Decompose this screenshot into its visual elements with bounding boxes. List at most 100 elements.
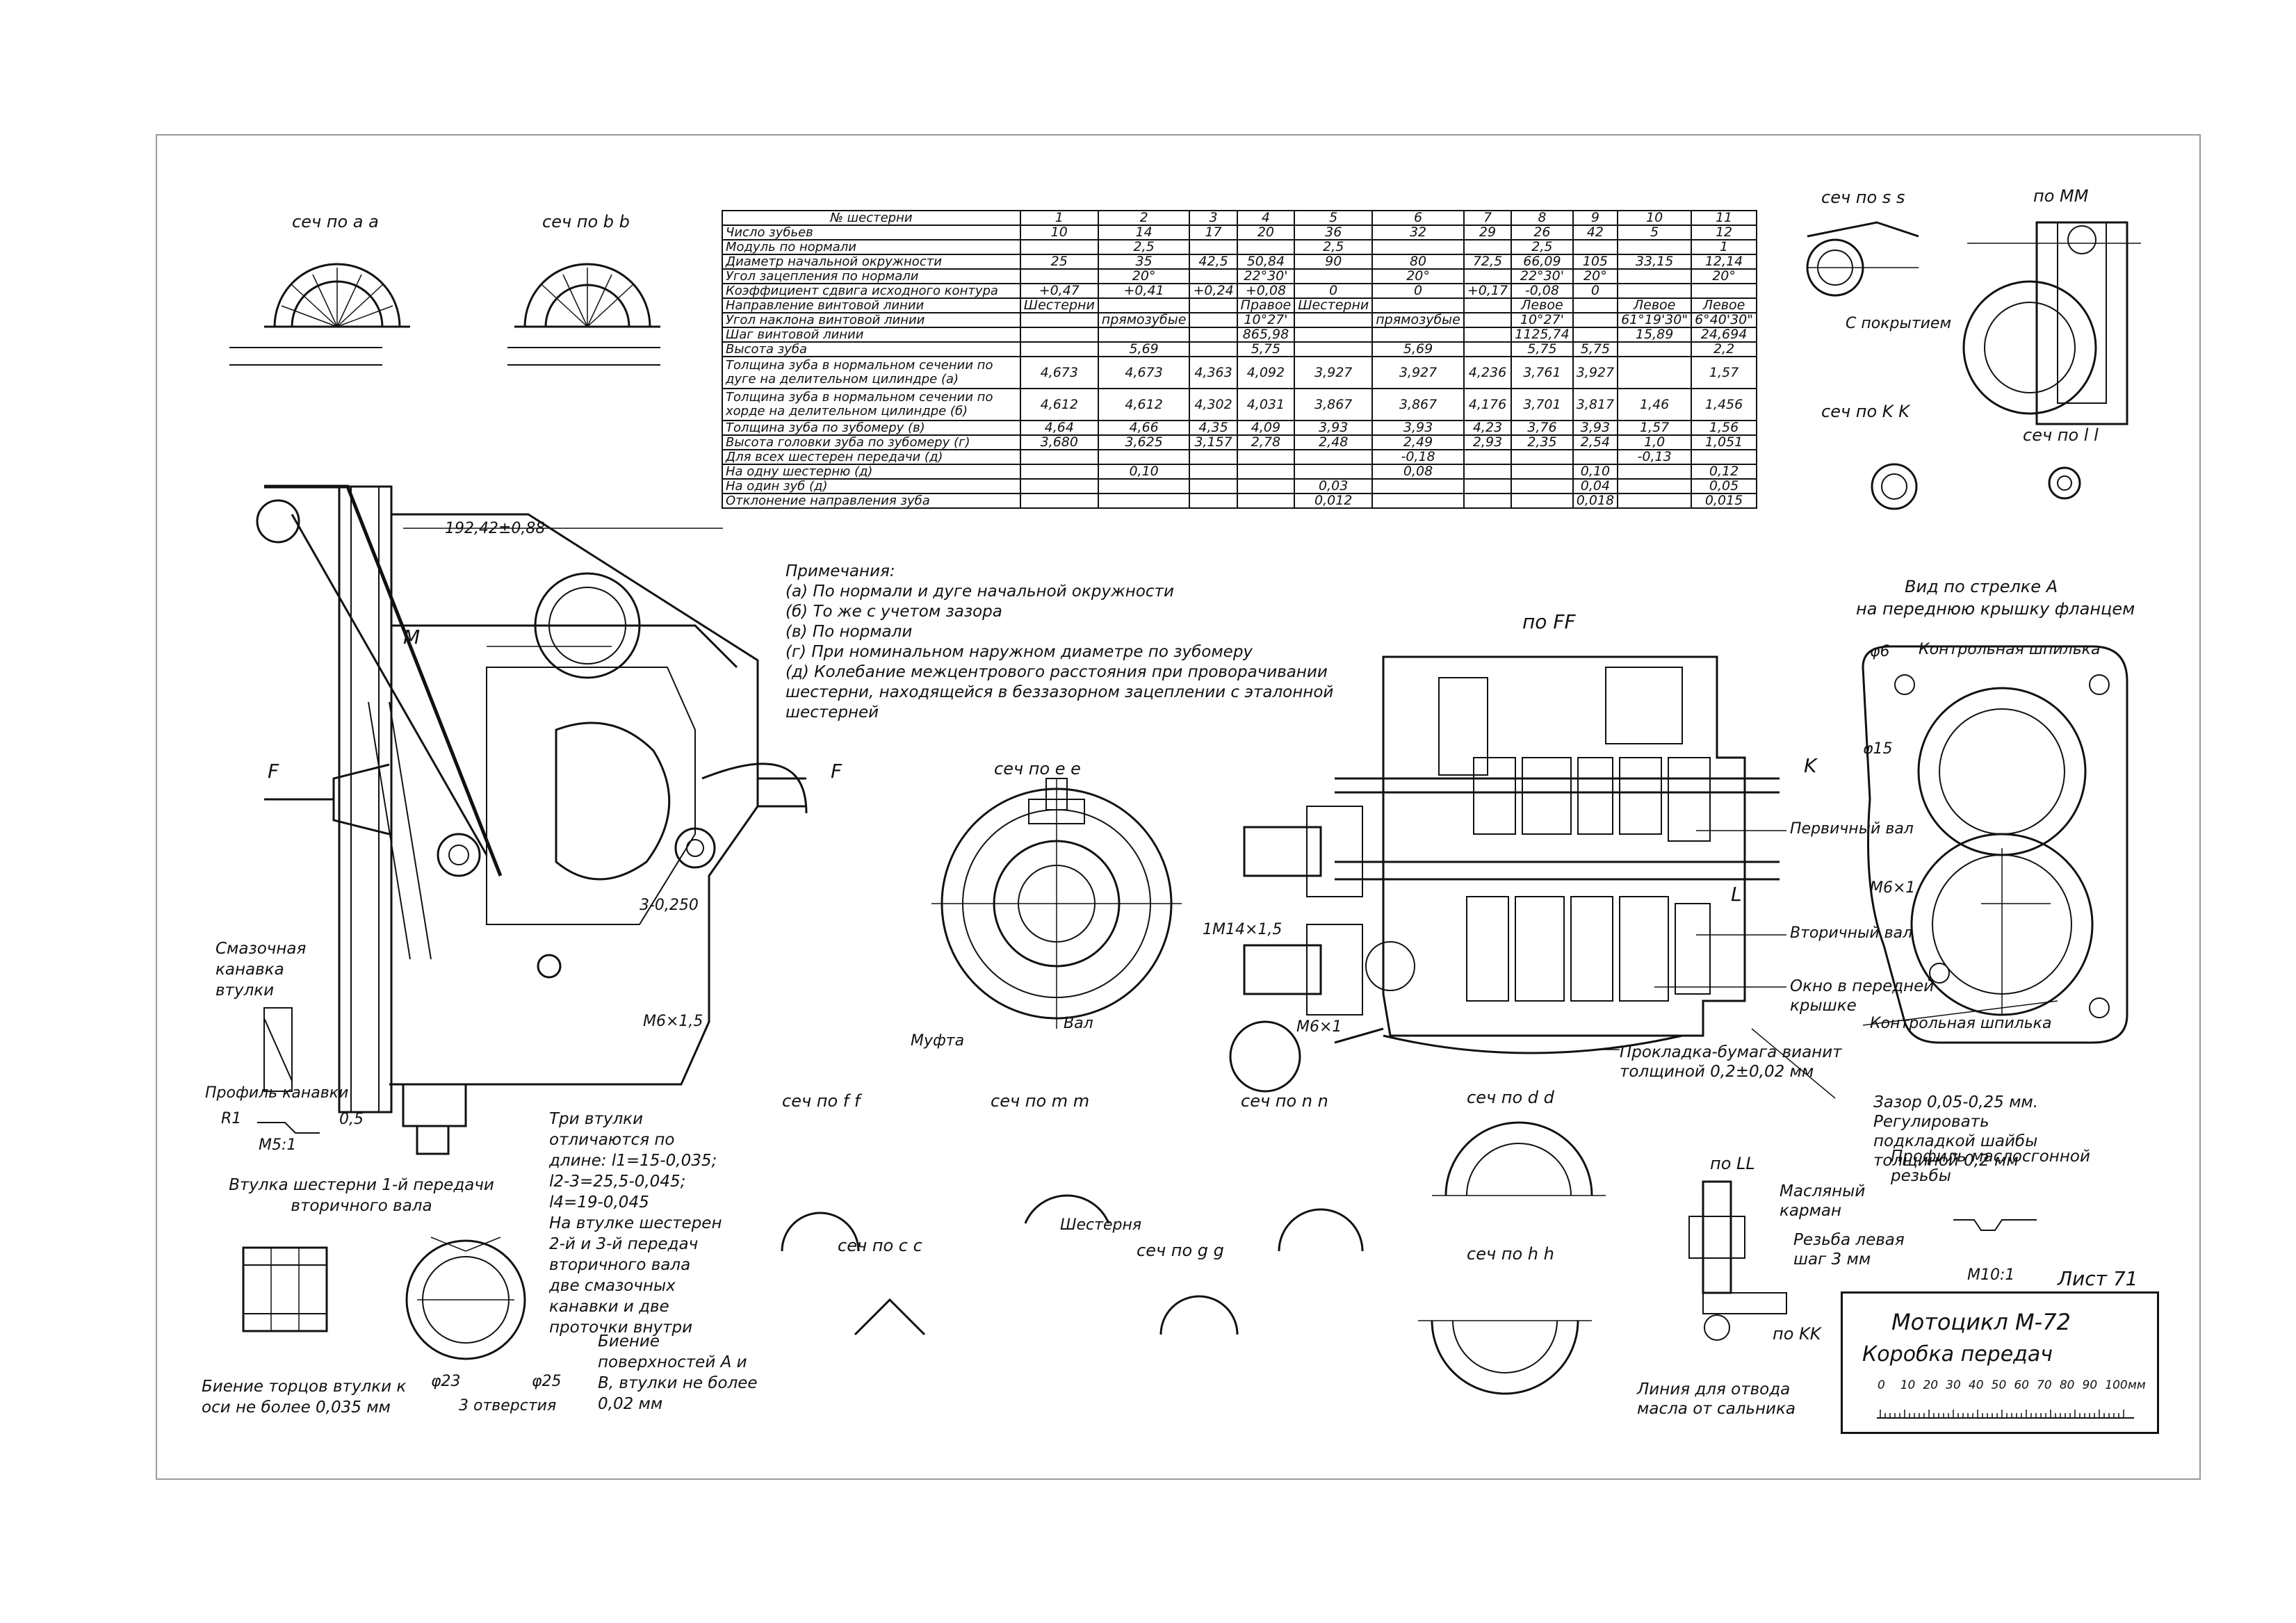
table-cell: прямозубые [1371, 312, 1465, 328]
table-cell: 80 [1371, 254, 1465, 270]
table-cell: 15,89 [1617, 327, 1693, 343]
table-cell: 1,56 [1691, 420, 1757, 436]
table-cell: 0,03 [1294, 478, 1374, 494]
table-cell: 2,5 [1511, 239, 1574, 255]
table-cell: 4,236 [1463, 356, 1513, 389]
section-kk-title: сеч по K K [1821, 402, 1910, 421]
table-cell: +0,41 [1097, 283, 1191, 299]
table-cell [1371, 327, 1465, 343]
label-f-left: F [268, 760, 279, 783]
table-cell: -0,13 [1617, 449, 1693, 465]
table-cell [1617, 268, 1693, 284]
table-cell: 17 [1189, 225, 1238, 240]
table-param-label: Высота головки зуба по зубомеру (г) [722, 434, 1021, 450]
table-param-label: Высота зуба [722, 341, 1021, 357]
section-cc-title: сеч по c c [838, 1236, 922, 1255]
table-cell [1691, 283, 1757, 299]
table-cell: 865,98 [1236, 327, 1296, 343]
label-gasket: Прокладка-бумага вианит толщиной 0,2±0,0… [1620, 1043, 1842, 1081]
scale-tick-label: 50 [1991, 1378, 2007, 1392]
table-cell [1189, 341, 1238, 357]
table-cell [1294, 341, 1374, 357]
table-cell: 5 [1617, 225, 1693, 240]
table-row: Для всех шестерен передачи (д)-0,18-0,13 [722, 449, 1757, 465]
table-cell [1371, 239, 1465, 255]
table-cell [1294, 449, 1374, 465]
table-cell: 10°27' [1236, 312, 1296, 328]
table-cell: Левое [1691, 297, 1757, 313]
table-cell: 4,612 [1097, 388, 1191, 421]
table-cell: 25 [1019, 254, 1099, 270]
table-cell: +0,17 [1463, 283, 1513, 299]
label-l: L [1731, 883, 1742, 906]
table-cell: 3,93 [1371, 420, 1465, 436]
table-cell: 3,93 [1294, 420, 1374, 436]
table-cell [1617, 464, 1693, 480]
table-cell: 20° [1371, 268, 1465, 284]
table-cell: 4,673 [1019, 356, 1099, 389]
label-gear: Шестерня [1060, 1216, 1142, 1234]
table-cell: 1,46 [1617, 388, 1693, 421]
table-cell: 105 [1572, 254, 1619, 270]
table-param-label: Толщина зуба в нормальном сечении по хор… [722, 388, 1021, 421]
table-cell: 22°30' [1236, 268, 1296, 284]
table-cell: 1,0 [1617, 434, 1693, 450]
table-cell: Левое [1511, 297, 1574, 313]
table-cell [1019, 493, 1099, 509]
table-cell [1189, 449, 1238, 465]
section-nn-small [1278, 1208, 1364, 1252]
table-param-label: Диаметр начальной окружности [722, 254, 1021, 270]
table-cell [1019, 268, 1099, 284]
table-cell [1236, 493, 1296, 509]
section-ff-assembly [1229, 655, 1780, 1093]
table-cell: Шестерни [1294, 297, 1374, 313]
table-cell [1572, 239, 1619, 255]
note-a: (а) По нормали и дуге начальной окружнос… [785, 582, 1174, 601]
table-row: Высота головки зуба по зубомеру (г)3,680… [722, 434, 1757, 450]
table-cell: 61°19'30" [1617, 312, 1693, 328]
table-cell: 3,817 [1572, 388, 1619, 421]
table-param-label: Шаг винтовой линии [722, 327, 1021, 343]
table-cell [1019, 327, 1099, 343]
section-aa-title: сеч по a a [292, 212, 379, 231]
table-cell [1572, 312, 1619, 328]
label-groove-profile: Профиль канавки [205, 1084, 349, 1102]
table-cell [1463, 493, 1513, 509]
table-cell [1294, 268, 1374, 284]
table-cell: 3,76 [1511, 420, 1574, 436]
table-cell [1294, 312, 1374, 328]
scale-tick-label: 70 [2037, 1378, 2052, 1392]
section-mm-title: сеч по m m [991, 1091, 1090, 1111]
gearbox-side-view [256, 484, 808, 1155]
bushing-note-1: Три втулки отличаются по длине: l1=15-0,… [549, 1110, 717, 1212]
table-cell [1371, 478, 1465, 494]
view-a-title: Вид по стрелке A [1905, 577, 2058, 596]
table-param-label: Толщина зуба по зубомеру (в) [722, 420, 1021, 436]
table-cell: 32 [1371, 225, 1465, 240]
scale-tick-label: 20 [1923, 1378, 1939, 1392]
table-cell [1189, 239, 1238, 255]
table-cell: 50,84 [1236, 254, 1296, 270]
table-cell [1511, 478, 1574, 494]
gear-number: 3 [1189, 210, 1238, 226]
table-param-label: На один зуб (д) [722, 478, 1021, 494]
table-cell: 24,694 [1691, 327, 1757, 343]
label-d25: φ25 [532, 1373, 562, 1390]
table-cell [1691, 449, 1757, 465]
table-cell: 20 [1236, 225, 1296, 240]
table-cell [1189, 478, 1238, 494]
table-cell: 20° [1572, 268, 1619, 284]
gear-number: 8 [1511, 210, 1574, 226]
gear-number: 1 [1019, 210, 1099, 226]
table-cell: 5,75 [1572, 341, 1619, 357]
table-cell [1189, 297, 1238, 313]
section-aa-half-gear [273, 263, 401, 327]
label-d15: φ15 [1863, 740, 1893, 758]
